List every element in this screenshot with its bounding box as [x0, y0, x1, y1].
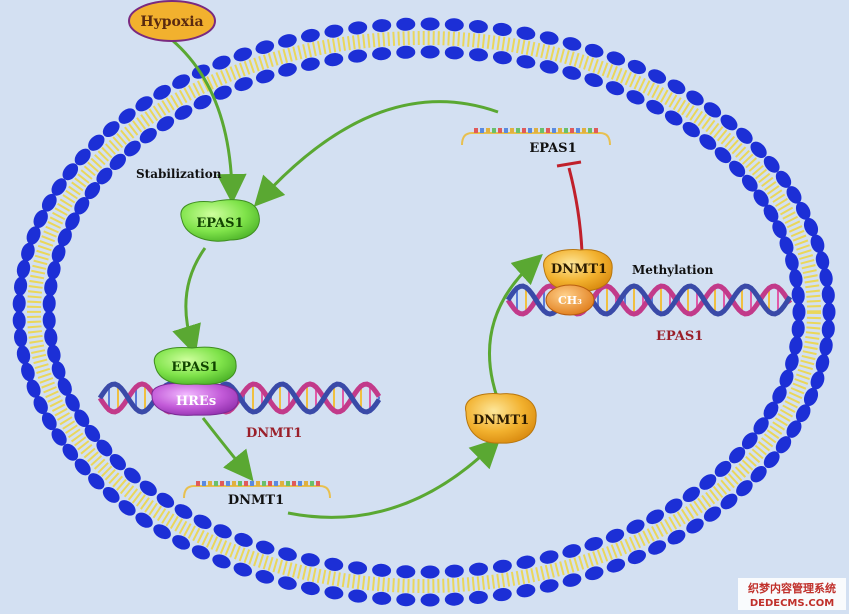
mrna-strand-dnmt1: [183, 481, 331, 499]
methylation-label: Methylation: [632, 263, 714, 277]
watermark: 织梦内容管理系统 DEDECMS.COM: [738, 578, 846, 610]
epas1-cytoplasm-label: EPAS1: [196, 216, 243, 231]
arrow-hypoxia-to-epas1: [171, 38, 247, 204]
hypoxia-label: Hypoxia: [140, 14, 203, 30]
arrow-dnmt1-mrna-to-protein: [287, 437, 501, 519]
dnmt1-gene-label: DNMT1: [246, 426, 302, 441]
epas1-bound-label: EPAS1: [171, 360, 218, 375]
cell-membrane: [12, 17, 836, 607]
dnmt1-protein-label: DNMT1: [473, 413, 529, 428]
dnmt1-on-dna-label: DNMT1: [551, 262, 607, 277]
arrow-dnmt1-to-methylation: [487, 253, 543, 401]
stabilization-label: Stabilization: [136, 167, 222, 181]
ch3-methyl-group: [545, 284, 595, 316]
inhibition-bar-methylation-to-epas1-mrna: [556, 160, 584, 253]
watermark-line1: 织梦内容管理系统: [748, 581, 836, 595]
arrow-hres-to-dnmt1-mrna: [201, 417, 254, 482]
ch3-label: CH₃: [558, 294, 582, 307]
dnmt1-mrna-label: DNMT1: [228, 493, 284, 508]
dnmt1-protein: [465, 393, 537, 444]
epas1-gene-label: EPAS1: [656, 329, 703, 344]
dna-helix-dnmt1-gene: [97, 381, 382, 415]
mrna-strand-epas1: [461, 128, 611, 146]
hres-label: HREs: [176, 394, 216, 409]
watermark-line2: DEDECMS.COM: [750, 598, 834, 609]
epas1-mrna-label: EPAS1: [529, 141, 576, 156]
epas1-protein-bound: [153, 346, 237, 385]
epas1-protein-cytoplasm: [180, 199, 260, 242]
arrow-epas1-mrna-to-epas1: [253, 100, 499, 207]
hypoxia-node: [128, 0, 216, 42]
arrow-epas1-to-nucleus: [172, 247, 207, 356]
